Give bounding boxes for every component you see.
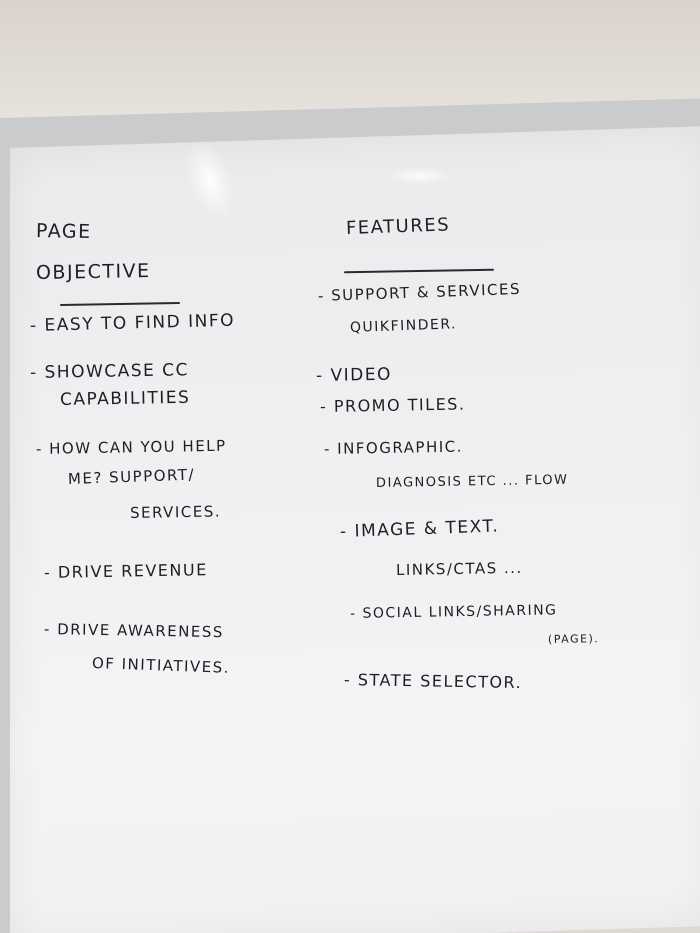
right-item-social-line2: (PAGE). — [547, 632, 600, 646]
left-item-drive-revenue: - DRIVE REVENUE — [43, 560, 208, 582]
left-item-help-line3: SERVICES. — [129, 502, 222, 522]
light-glare-small — [390, 168, 450, 184]
right-item-state-selector: - STATE SELECTOR. — [343, 670, 523, 693]
right-heading-features: FEATURES — [345, 214, 451, 239]
right-item-video: - VIDEO — [315, 364, 393, 386]
left-item-showcase-line1: - SHOWCASE CC — [29, 360, 190, 383]
left-item-showcase-line2: CAPABILITIES — [59, 387, 191, 410]
right-item-promo-tiles: - PROMO TILES. — [319, 394, 466, 416]
right-item-infographic-line1: - INFOGRAPHIC. — [323, 437, 464, 458]
left-item-awareness-line1: - DRIVE AWARENESS — [43, 620, 225, 642]
left-heading-page: PAGE — [35, 220, 92, 243]
right-item-image-text-line2: LINKS/CTAS ... — [395, 558, 523, 579]
left-heading-objective: OBJECTIVE — [35, 260, 151, 284]
left-item-help-line1: - HOW CAN YOU HELP — [35, 436, 227, 458]
